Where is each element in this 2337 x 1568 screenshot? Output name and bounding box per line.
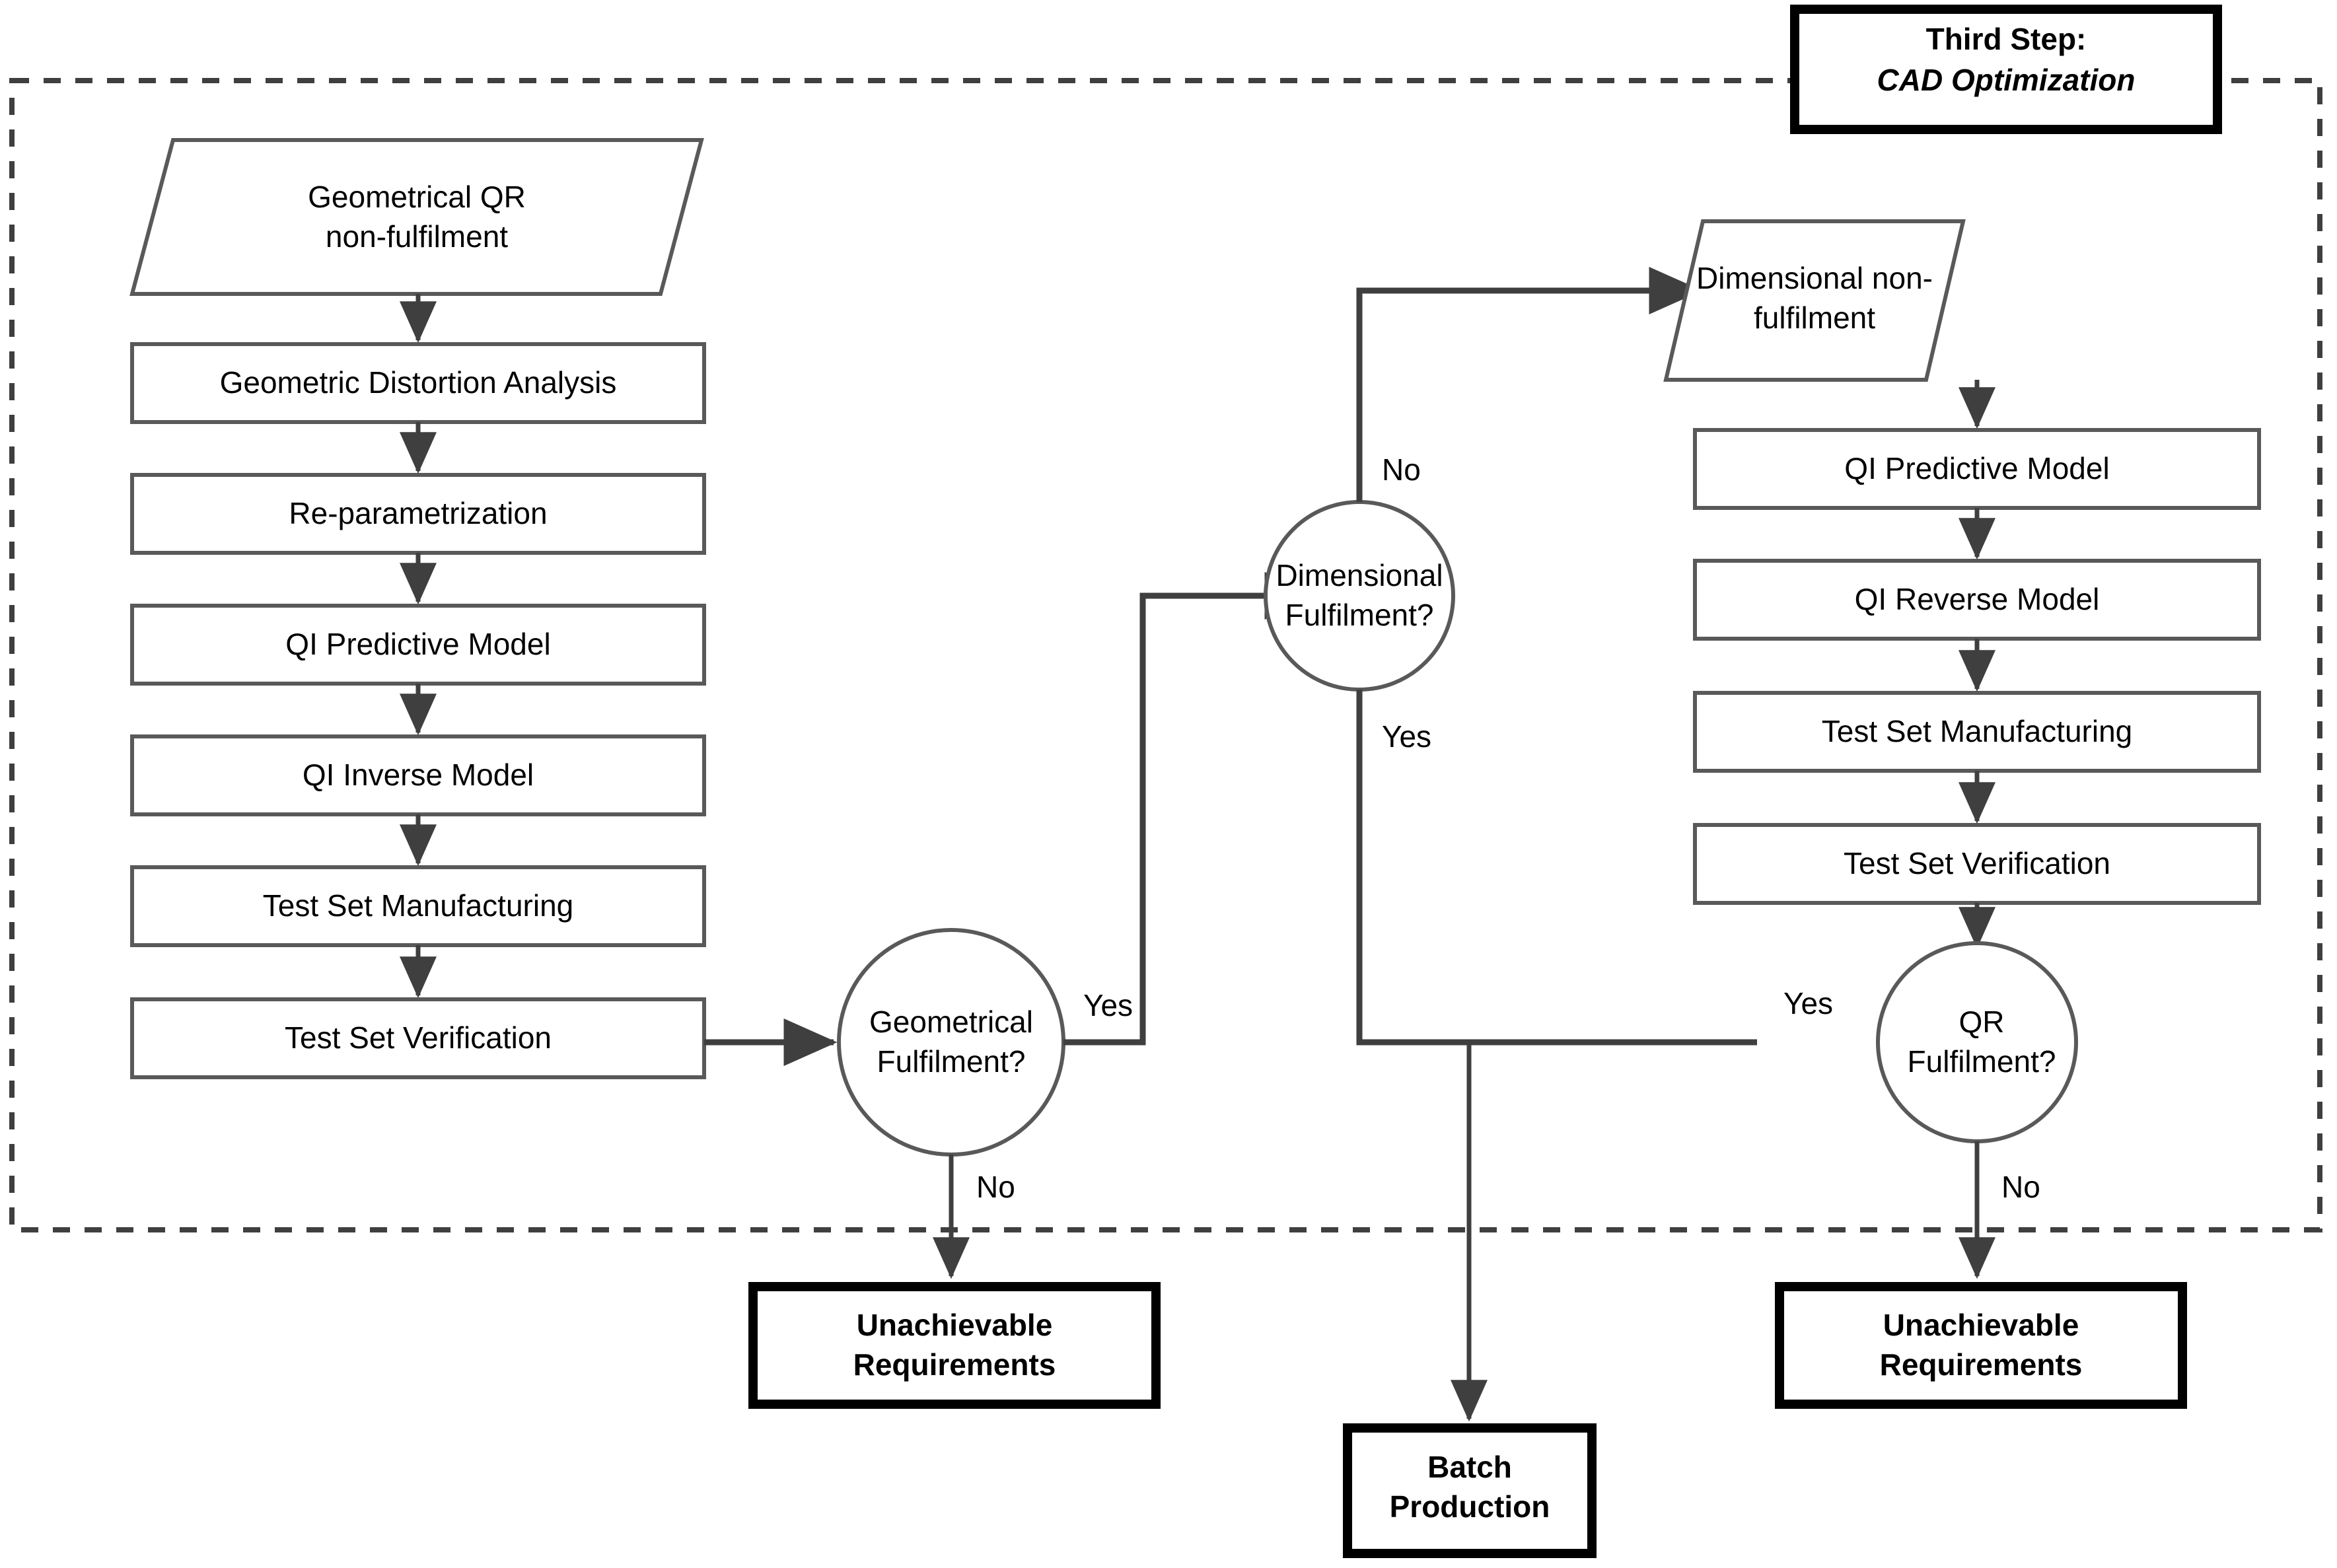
label-dimensional-fulfilment-yes: Yes — [1382, 719, 1432, 754]
shape-dimensional-non-fulfilment — [1663, 219, 1966, 382]
shape-dimensional-fulfilment-decision — [1264, 500, 1455, 692]
third-step-dashed-region — [9, 78, 2322, 1232]
shape-test-set-verification-right — [1693, 823, 2261, 905]
label-geometrical-fulfilment-no: No — [976, 1170, 1015, 1204]
shape-test-set-manufacturing-left — [130, 865, 706, 947]
shape-qr-fulfilment-decision — [1876, 941, 2078, 1143]
shape-geometrical-fulfilment-decision — [837, 928, 1065, 1157]
connector-geo-yes-to-dimensional — [1063, 572, 1318, 1046]
label-geometrical-fulfilment-yes: Yes — [1083, 988, 1133, 1022]
shape-third-step-title-box — [1790, 5, 2222, 134]
shape-unachievable-requirements-left — [748, 1282, 1161, 1409]
shape-qi-predictive-model-right — [1693, 428, 2261, 510]
label-qr-fulfilment-no: No — [2001, 1170, 2040, 1204]
shape-test-set-manufacturing-right — [1693, 691, 2261, 773]
shape-geometrical-qr-non-fulfilment — [129, 138, 704, 296]
shape-test-set-verification-left — [130, 997, 706, 1079]
shape-unachievable-requirements-right — [1775, 1282, 2187, 1409]
connector-dimensional-no-to-dim-nonfulfilment — [1356, 267, 1703, 502]
shape-geometric-distortion-analysis — [130, 342, 706, 424]
label-qr-fulfilment-yes: Yes — [1783, 986, 1834, 1020]
shape-qi-reverse-model — [1693, 559, 2261, 641]
shape-re-parametrization — [130, 473, 706, 555]
shape-qi-predictive-model-left — [130, 604, 706, 686]
shape-batch-production — [1343, 1423, 1597, 1558]
label-dimensional-fulfilment-no: No — [1382, 452, 1421, 487]
connector-dimensional-yes-to-junction — [1356, 690, 1757, 1046]
shape-qi-inverse-model — [130, 734, 706, 816]
